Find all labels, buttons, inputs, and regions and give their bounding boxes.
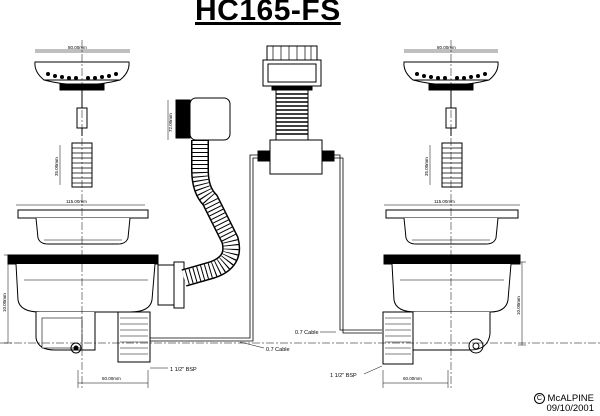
label-cable-right: 0.7 Cable <box>295 330 319 336</box>
dim-strainer-right: 80.00mm <box>437 45 456 50</box>
centre-lines <box>0 40 600 390</box>
right-threaded-bolt <box>429 142 463 188</box>
left-waste-body <box>7 254 185 363</box>
dim-height-left: 10.00mm <box>2 293 7 312</box>
right-waste-body <box>382 254 521 365</box>
centre-overflow-unit <box>257 45 335 175</box>
dimension-lines <box>4 254 526 388</box>
left-bowl <box>16 204 149 245</box>
dim-overflow-head: 72.00mm <box>168 113 173 132</box>
dim-bowl-right: 115.00mm <box>434 199 455 204</box>
drawing-credit: C McALPINE 09/10/2001 <box>533 392 594 414</box>
overflow-cables <box>150 154 382 342</box>
label-cable-left: 0.7 Cable <box>266 347 290 353</box>
dim-strainer-left: 80.00mm <box>68 45 87 50</box>
copyright-icon: C <box>533 392 545 404</box>
left-overflow-hose <box>167 97 241 287</box>
label-bsp-left: 1 1/2" BSP <box>170 367 197 373</box>
dim-bolt-right: 35.00mm <box>424 157 429 176</box>
label-bsp-right: 1 1/2" BSP <box>330 373 357 379</box>
company-name: McALPINE <box>547 393 594 404</box>
left-threaded-bolt <box>59 142 93 188</box>
drawing-title: HC165-FS <box>195 0 341 27</box>
dim-height-right: 10.00mm <box>516 296 521 315</box>
left-strainer-basket <box>34 51 130 136</box>
dim-bowl-left: 115.00mm <box>66 199 87 204</box>
right-bowl <box>384 204 520 245</box>
dim-outlet-left: 60.00mm <box>102 376 121 381</box>
dim-bolt-left: 35.00mm <box>54 157 59 176</box>
drawing-date: 09/10/2001 <box>546 403 594 414</box>
dim-outlet-right: 60.00mm <box>403 376 422 381</box>
